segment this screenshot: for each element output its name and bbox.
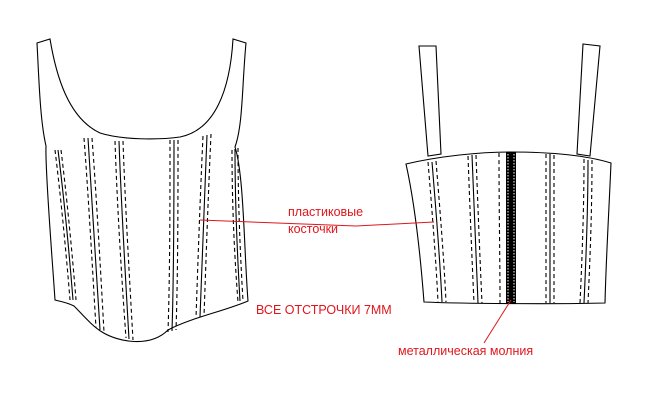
zipper-leader: [483, 299, 512, 344]
boning-leader-right: [355, 221, 435, 227]
back-panel-lines: [431, 153, 589, 304]
corset-front-view: [36, 38, 249, 343]
boning-leader-left: [199, 219, 357, 227]
back-seams: [427, 152, 593, 304]
zipper-label: металлическая молния: [398, 344, 533, 358]
right-strap: [576, 43, 601, 157]
front-outline: [36, 38, 249, 343]
front-panel-lines: [57, 134, 241, 340]
zipper: [506, 152, 516, 304]
annotation-lines: [199, 219, 512, 344]
boning-label-line1: пластиковые: [288, 205, 363, 219]
boning-label-line2: косточки: [288, 222, 338, 236]
left-strap: [418, 45, 442, 157]
stitching-label: ВСЕ ОТСТРОЧКИ 7ММ: [256, 303, 392, 317]
front-seams: [54, 133, 244, 341]
